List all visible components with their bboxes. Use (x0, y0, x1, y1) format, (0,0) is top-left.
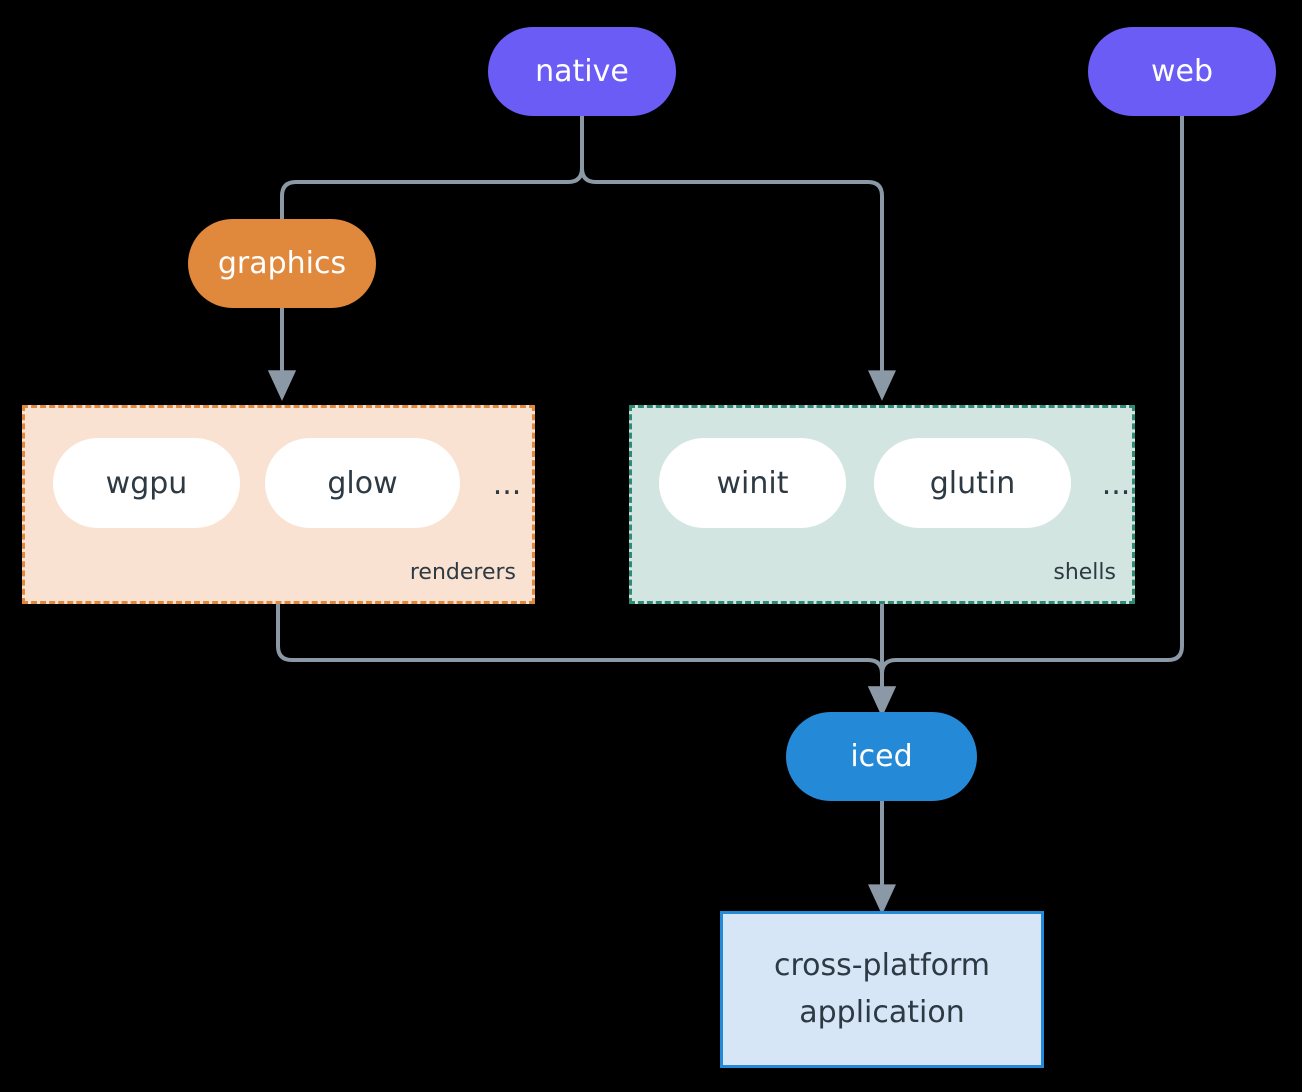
group-renderers-label: renderers (409, 560, 516, 585)
edge-native-to-shells (580, 114, 897, 401)
group-shells: winit glutin ... shells (629, 405, 1135, 604)
renderer-item-wgpu-label: wgpu (105, 465, 188, 501)
node-iced-label: iced (850, 738, 913, 774)
node-iced[interactable]: iced (786, 712, 977, 801)
node-native[interactable]: native (488, 27, 676, 116)
node-graphics-label: graphics (217, 245, 347, 281)
node-web-label: web (1150, 53, 1214, 89)
shell-item-glutin[interactable]: glutin (874, 438, 1071, 528)
node-application[interactable]: cross-platform application (720, 911, 1044, 1068)
node-application-line1: cross-platform (773, 948, 991, 983)
node-application-line2: application (799, 994, 965, 1030)
renderer-item-glow-label: glow (327, 465, 398, 501)
group-shells-label: shells (1053, 560, 1116, 585)
shell-item-glutin-label: glutin (929, 465, 1016, 501)
shell-item-winit[interactable]: winit (659, 438, 846, 528)
edge-renderers-to-iced (276, 602, 897, 717)
shell-item-winit-label: winit (716, 465, 789, 501)
node-graphics[interactable]: graphics (188, 219, 376, 308)
group-renderers: wgpu glow ... renderers (22, 405, 535, 604)
node-web[interactable]: web (1088, 27, 1276, 116)
node-native-label: native (535, 53, 629, 89)
renderer-item-glow[interactable]: glow (265, 438, 460, 528)
shells-overflow-ellipsis: ... (1101, 466, 1131, 502)
renderers-overflow-ellipsis: ... (492, 466, 522, 502)
renderer-item-wgpu[interactable]: wgpu (53, 438, 240, 528)
